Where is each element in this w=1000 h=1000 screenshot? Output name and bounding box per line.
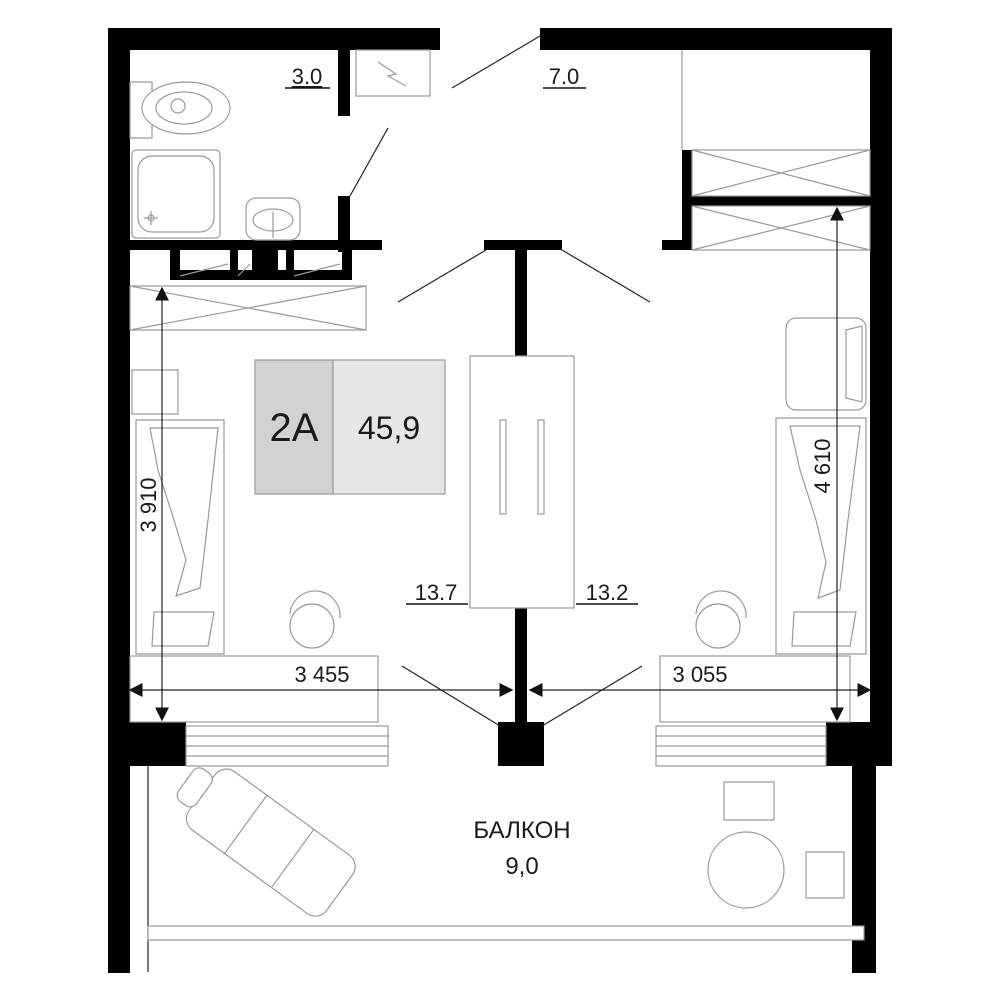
hall-closet-upper [681,50,871,197]
balcony-name-label: БАЛКОН [473,817,570,844]
lounge-chair-icon [176,767,356,917]
hall-closet-lower [691,205,871,251]
bed-right-icon [775,417,867,655]
bathroom-wall-upper [338,28,350,116]
room-left-door-swing [397,249,487,303]
closet-wall [682,150,692,250]
room-labels: 3.0 7.0 13.7 13.2 БАЛКОН 9,0 [285,64,638,880]
bathroom-wall-lower [338,196,350,252]
shower-tray-icon [131,149,221,239]
room-right-door-swing [561,249,651,303]
balcony-railing [147,925,865,941]
bed-left-icon [135,419,225,655]
balcony-right-door-swing [541,665,643,727]
toilet-icon [129,81,231,139]
badge-area-panel [332,359,446,495]
dimension-labels: 3 455 3 055 3 910 4 610 [136,438,835,687]
balcony-left-door-swing [401,665,501,727]
apartment-total-area: 45,9 [358,410,420,446]
double-wardrobe [469,355,575,609]
apartment-type-code: 2A [270,406,319,450]
window-right [655,725,827,767]
entrance-door-swing [451,35,541,89]
balcony [147,766,865,972]
shaft-wall-2 [230,240,238,280]
right-width-label: 3 055 [672,662,727,687]
hall-wall-right [662,240,692,250]
shaft-core [260,240,278,280]
window-pillar-left [130,722,186,766]
shaft-wall-4 [286,240,294,280]
sink-icon [245,197,301,241]
balcony-stool [805,851,845,899]
balcony-wall-right [852,766,876,973]
dimension-lines [128,206,872,722]
left-depth-label: 3 910 [136,477,161,532]
closet-left-wardrobe [129,285,367,331]
windows [185,725,827,767]
shaft-wall-5 [342,240,352,280]
hall-area-label: 7.0 [549,64,580,89]
closet-shelf-wall [692,196,870,206]
shaft-wall-1 [170,240,180,280]
chair-left-icon [289,590,341,649]
window-pillar-right [826,722,870,766]
room-left-area-label: 13.7 [415,580,458,605]
balcony-area-label: 9,0 [505,853,538,880]
outer-wall-top-right [540,28,892,50]
outer-wall-top-left [108,28,440,50]
closets [129,50,871,609]
partition-pillar [498,722,544,766]
bathroom-fixtures [129,49,431,277]
room-right-area-label: 13.2 [586,580,629,605]
window-left [185,725,389,767]
left-width-label: 3 455 [294,662,349,687]
armchair-icon [785,317,867,411]
chair-right-icon [695,590,747,649]
outer-wall-right [870,28,892,766]
shaft-hatching [179,263,341,277]
badge-type-panel [254,359,334,495]
balcony-round-table [707,831,785,909]
bathroom-area-label: 3.0 [292,64,323,89]
bathroom-door-swing [349,127,389,197]
right-depth-label: 4 610 [810,438,835,493]
shaft-wall-3 [252,240,260,280]
outer-wall-left [108,28,130,973]
nightstand-left [131,369,179,415]
heater-box-icon [355,49,431,97]
balcony-side-table [723,781,775,821]
apartment-badge: 2A 45,9 [254,359,446,495]
